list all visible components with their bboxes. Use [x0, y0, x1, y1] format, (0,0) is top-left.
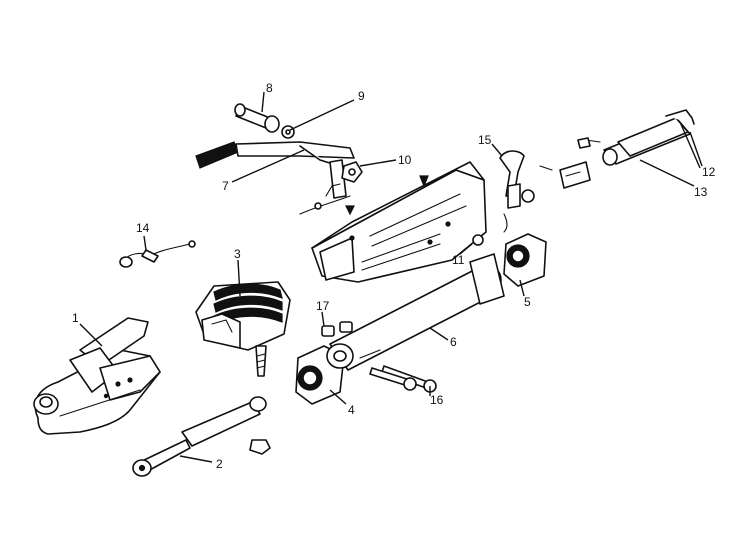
draw-tube	[326, 253, 505, 371]
brake-rod	[577, 109, 695, 166]
callout-11: 11	[452, 253, 465, 267]
callout-14: 14	[136, 221, 150, 235]
callout-5: 5	[524, 295, 531, 309]
shock-absorber	[132, 396, 267, 477]
lever-cable	[299, 183, 351, 215]
leader-lines	[79, 91, 703, 463]
washer	[281, 125, 295, 139]
callout-10: 10	[398, 153, 412, 167]
linkage-lever	[499, 150, 591, 209]
bolt-pair	[369, 365, 437, 393]
callout-8: 8	[266, 81, 273, 95]
callout-1: 1	[72, 311, 79, 325]
lever-pin	[234, 103, 280, 133]
main-housing	[311, 161, 487, 283]
callout-labels: 1 2 3 4 5 6 7 8 9 10 11 12 13 14 15 16 1…	[72, 81, 716, 471]
coupling-head	[33, 317, 161, 435]
callout-4: 4	[348, 403, 355, 417]
bellows	[195, 281, 291, 351]
lever-nut	[341, 161, 363, 183]
housing-nut	[472, 234, 484, 246]
callout-2: 2	[216, 457, 223, 471]
callout-13: 13	[694, 185, 708, 199]
small-nuts	[321, 321, 353, 337]
cotter-pins	[345, 175, 508, 233]
callout-3: 3	[234, 247, 241, 261]
brake-lever	[195, 141, 355, 199]
breakaway-cable	[119, 240, 196, 268]
callout-7: 7	[222, 179, 229, 193]
bushing-rear	[503, 233, 547, 287]
callout-9: 9	[358, 89, 365, 103]
callout-16: 16	[430, 393, 444, 407]
callout-12: 12	[702, 165, 716, 179]
bellows-bolt	[249, 345, 271, 455]
callout-15: 15	[478, 133, 492, 147]
callout-17: 17	[316, 299, 330, 313]
callout-6: 6	[450, 335, 457, 349]
